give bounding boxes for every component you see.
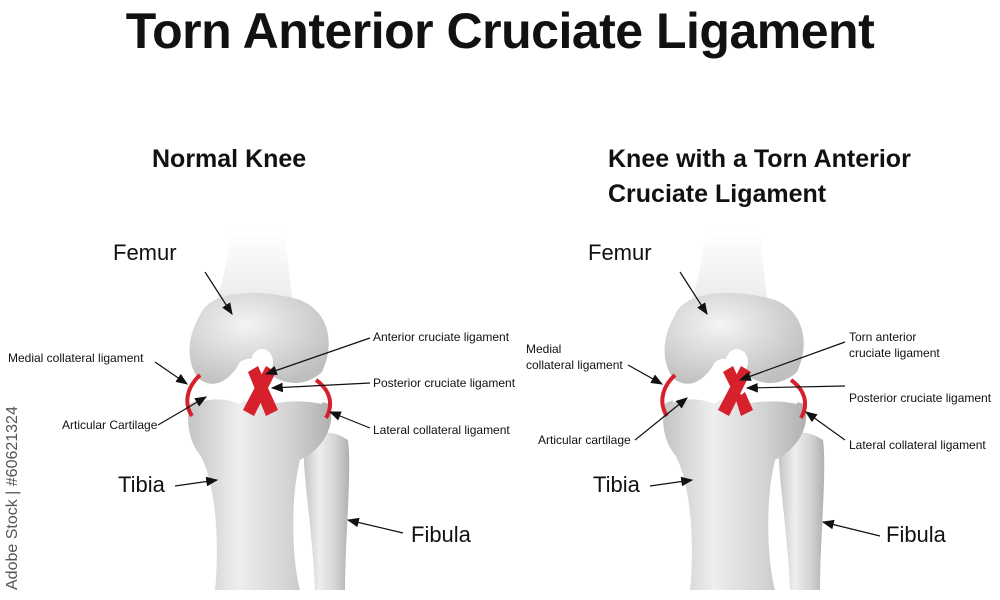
medial-collateral-ligament (660, 373, 677, 418)
cartilage-lateral (745, 390, 797, 404)
diagram-title: Torn Anterior Cruciate Ligament (125, 3, 875, 59)
medial-collateral-label: Medial collateral ligament (8, 351, 144, 365)
fibula-bone (778, 432, 825, 590)
tibia-bone (663, 398, 807, 590)
normal-knee-drawing (185, 230, 350, 590)
cartilage-medial (673, 389, 721, 404)
lateral-collateral-label: Lateral collateral ligament (373, 423, 510, 437)
normal-knee-heading: Normal Knee (152, 145, 307, 173)
articular-cartilage-label: Articular cartilage (538, 433, 631, 447)
lateral-collateral-ligament (789, 378, 808, 419)
femur-label: Femur (113, 240, 177, 265)
tibia-label: Tibia (593, 472, 640, 497)
torn-anterior-line1: Torn anterior (849, 330, 917, 344)
torn-knee-drawing (660, 230, 825, 590)
left-pointer-arrows (154, 271, 404, 534)
lateral-collateral-ligament (314, 378, 333, 419)
torn-knee-heading: Knee with a Torn Anterior Cruciate Ligam… (608, 142, 911, 212)
cartilage-lateral (270, 390, 322, 404)
medial-collateral-ligament (185, 373, 202, 418)
femur-label: Femur (588, 240, 652, 265)
femur-condyles (189, 292, 329, 384)
torn-anterior-cruciate-label: Torn anterior cruciate ligament (849, 329, 940, 361)
femur-condyles (664, 292, 804, 384)
anterior-cruciate-label: Anterior cruciate ligament (373, 330, 510, 344)
medial-collateral-label: Medial collateral ligament (526, 341, 623, 373)
tibia-label: Tibia (118, 472, 165, 497)
posterior-cruciate-label: Posterior cruciate ligament (373, 376, 516, 390)
posterior-cruciate-ligament (243, 366, 276, 416)
fibula-bone (303, 432, 350, 590)
fibula-label: Fibula (886, 522, 946, 547)
torn-knee-heading-line1: Knee with a Torn Anterior (608, 145, 911, 173)
right-pointer-arrows (627, 271, 881, 537)
torn-knee-heading-line2: Cruciate Ligament (608, 180, 827, 208)
articular-cartilage-label: Articular Cartilage (62, 418, 158, 432)
torn-anterior-line2: cruciate ligament (849, 346, 940, 360)
medial-collateral-line2: collateral ligament (526, 358, 623, 372)
posterior-cruciate-label: Posterior cruciate ligament (849, 391, 992, 405)
fibula-label: Fibula (411, 522, 471, 547)
tibia-bone (188, 398, 332, 590)
medial-collateral-line1: Medial (526, 342, 562, 356)
cartilage-medial (198, 389, 246, 404)
lateral-collateral-label: Lateral collateral ligament (849, 438, 986, 452)
